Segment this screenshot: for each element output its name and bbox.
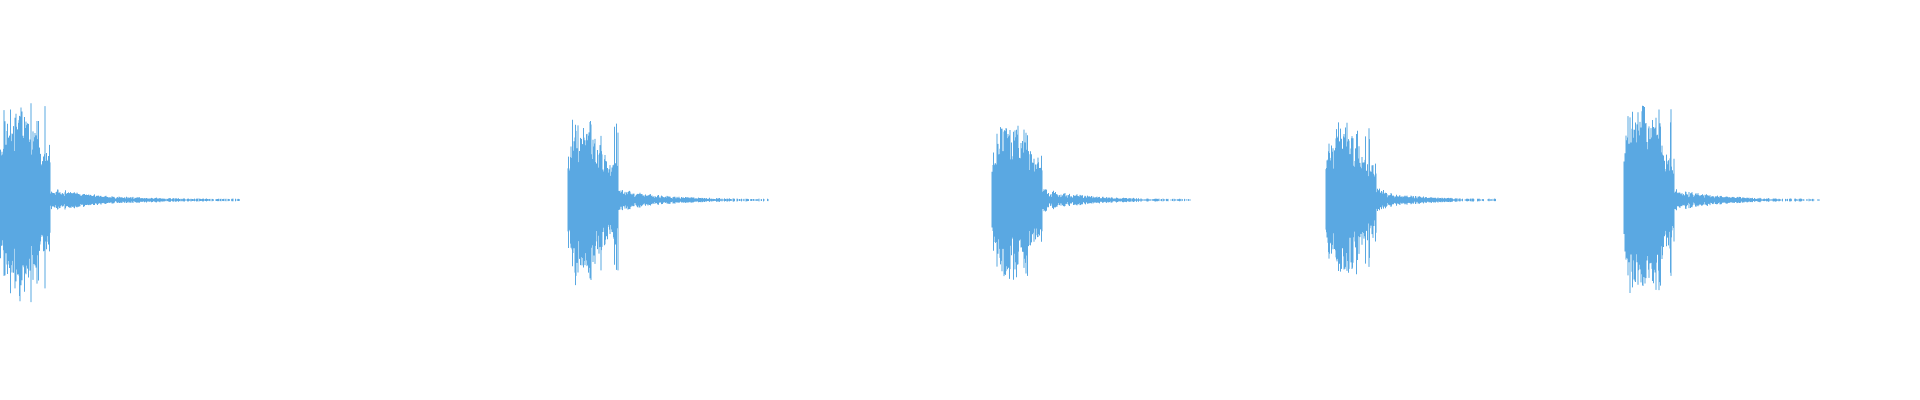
waveform-burst-path [991,125,1191,280]
waveform-burst-path [1623,105,1820,294]
waveform-burst-2 [567,119,769,286]
waveform-burst-4 [1325,122,1496,275]
waveform-burst-5 [1623,105,1820,294]
waveform-burst-path [1325,122,1496,275]
waveform-burst-3 [991,125,1191,280]
waveform-burst-path [567,119,769,286]
waveform-burst-path [0,103,240,303]
waveform-burst-1 [0,103,240,303]
waveform-bursts [0,103,1820,303]
